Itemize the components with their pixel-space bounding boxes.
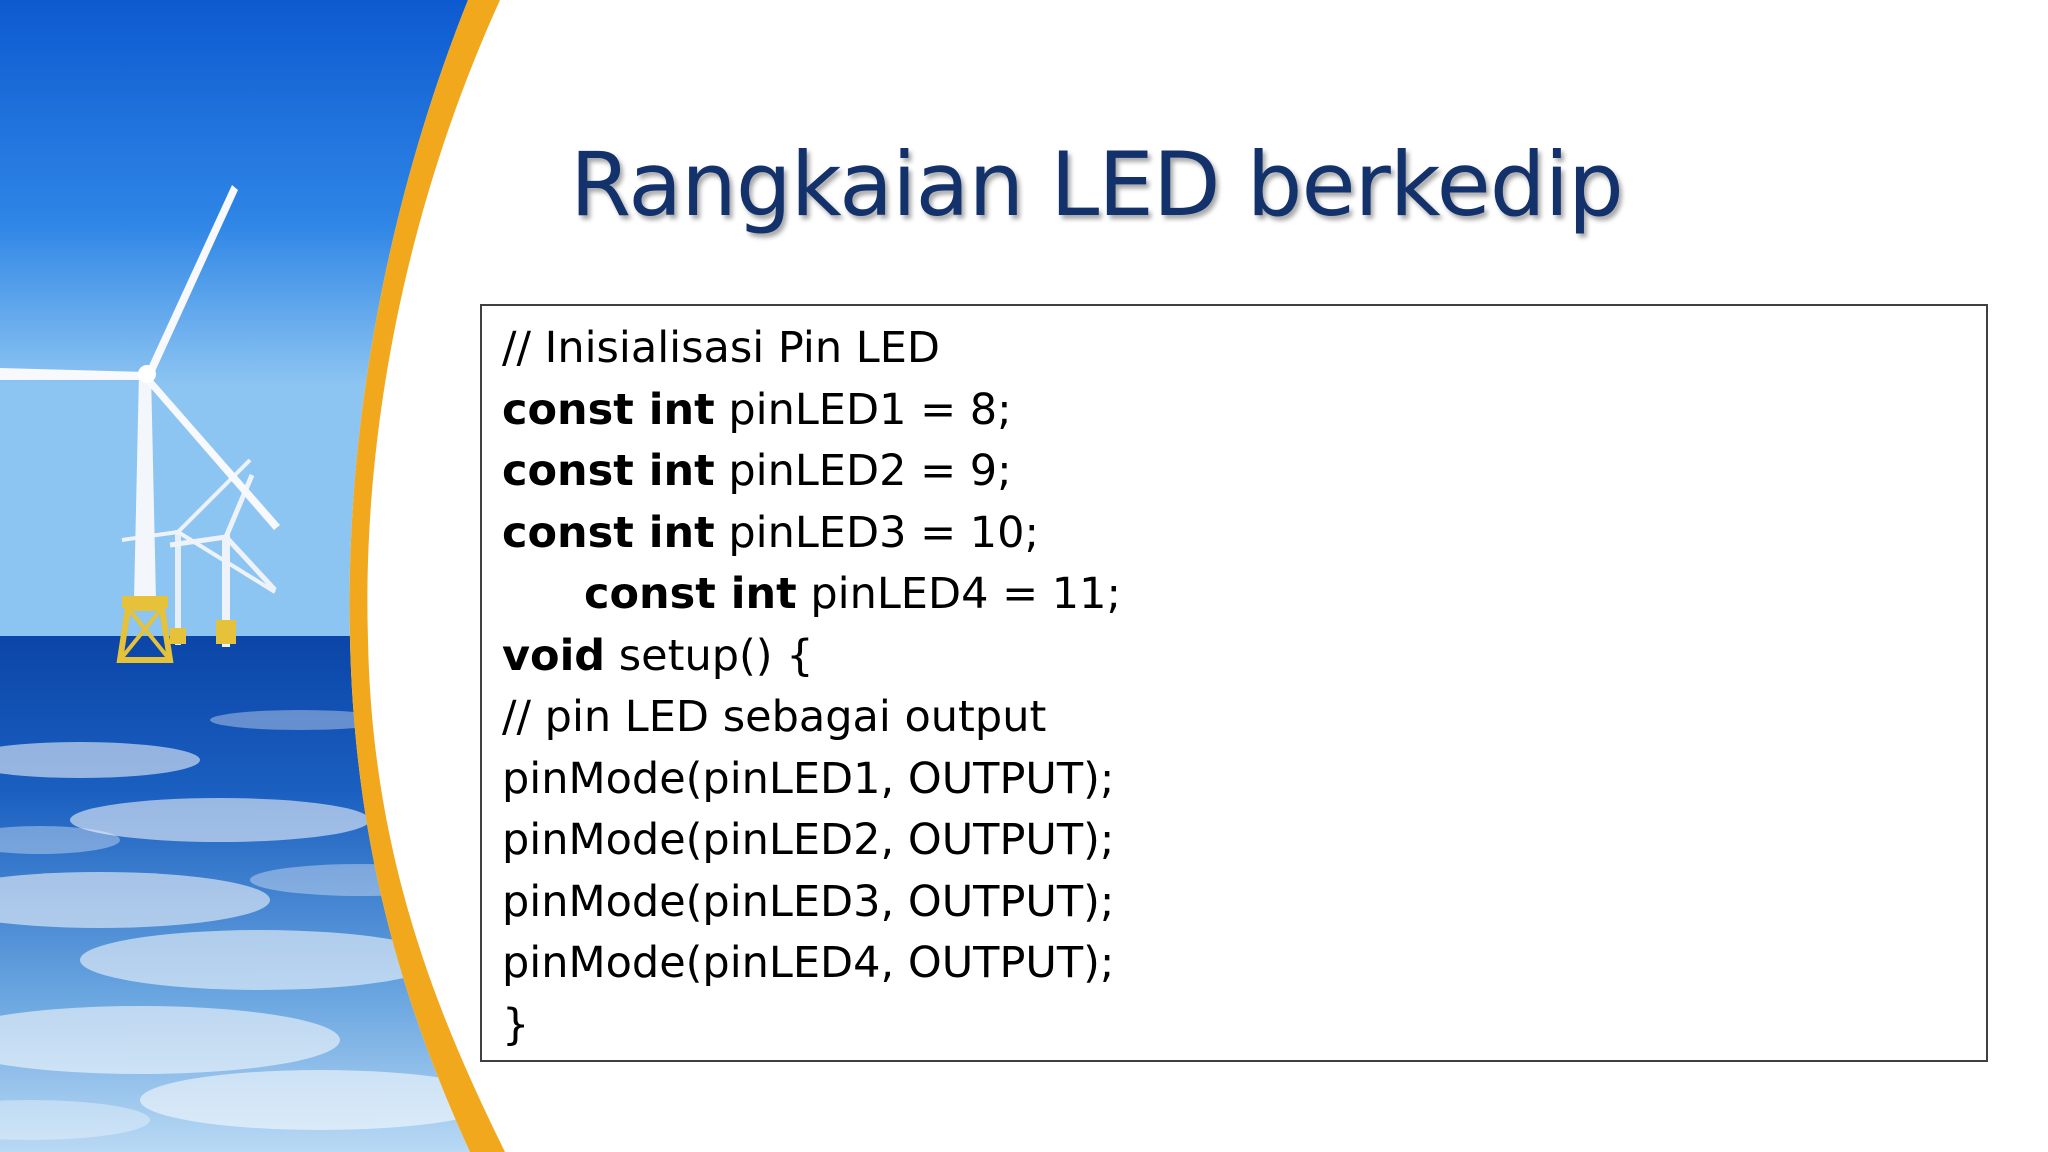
code-text: pinLED2 = 9;	[714, 446, 1012, 496]
code-line: pinMode(pinLED4, OUTPUT);	[502, 933, 1966, 995]
turbine-main	[0, 185, 280, 663]
code-line: pinMode(pinLED1, OUTPUT);	[502, 749, 1966, 811]
code-text: // Inisialisasi Pin LED	[502, 323, 940, 373]
accent-arc	[349, 0, 505, 1152]
code-keyword: const int	[502, 384, 715, 435]
turbine-mid	[169, 474, 277, 647]
code-text: pinMode(pinLED2, OUTPUT);	[502, 815, 1115, 865]
slide-title: Rangkaian LED berkedip	[570, 133, 1624, 236]
code-line: void setup() {	[502, 626, 1966, 688]
code-keyword: const int	[502, 446, 715, 496]
code-text: }	[502, 999, 530, 1050]
code-line: // Inisialisasi Pin LED	[502, 318, 1966, 380]
code-keyword: const int	[502, 507, 715, 558]
code-line: const int pinLED2 = 9;	[502, 441, 1966, 503]
code-text: pinMode(pinLED4, OUTPUT);	[502, 938, 1115, 988]
code-text: pinMode(pinLED1, OUTPUT);	[502, 753, 1115, 804]
code-line: const int pinLED1 = 8;	[502, 380, 1966, 442]
code-text: setup() {	[605, 630, 814, 681]
code-line: const int pinLED4 = 11;	[502, 564, 1966, 626]
code-text: pinLED1 = 8;	[714, 384, 1012, 435]
code-keyword: const int	[584, 569, 797, 619]
code-text: pinLED4 = 11;	[796, 569, 1121, 619]
code-line: pinMode(pinLED3, OUTPUT);	[502, 872, 1966, 934]
code-line: const int pinLED3 = 10;	[502, 503, 1966, 565]
code-keyword: void	[502, 630, 606, 681]
code-text: pinMode(pinLED3, OUTPUT);	[502, 876, 1115, 927]
code-block: // Inisialisasi Pin LED const int pinLED…	[480, 304, 1988, 1062]
code-text: pinLED3 = 10;	[714, 507, 1039, 558]
code-line: pinMode(pinLED2, OUTPUT);	[502, 810, 1966, 872]
code-line: }	[502, 995, 1966, 1057]
code-text: // pin LED sebagai output	[502, 692, 1047, 742]
code-line: // pin LED sebagai output	[502, 687, 1966, 749]
